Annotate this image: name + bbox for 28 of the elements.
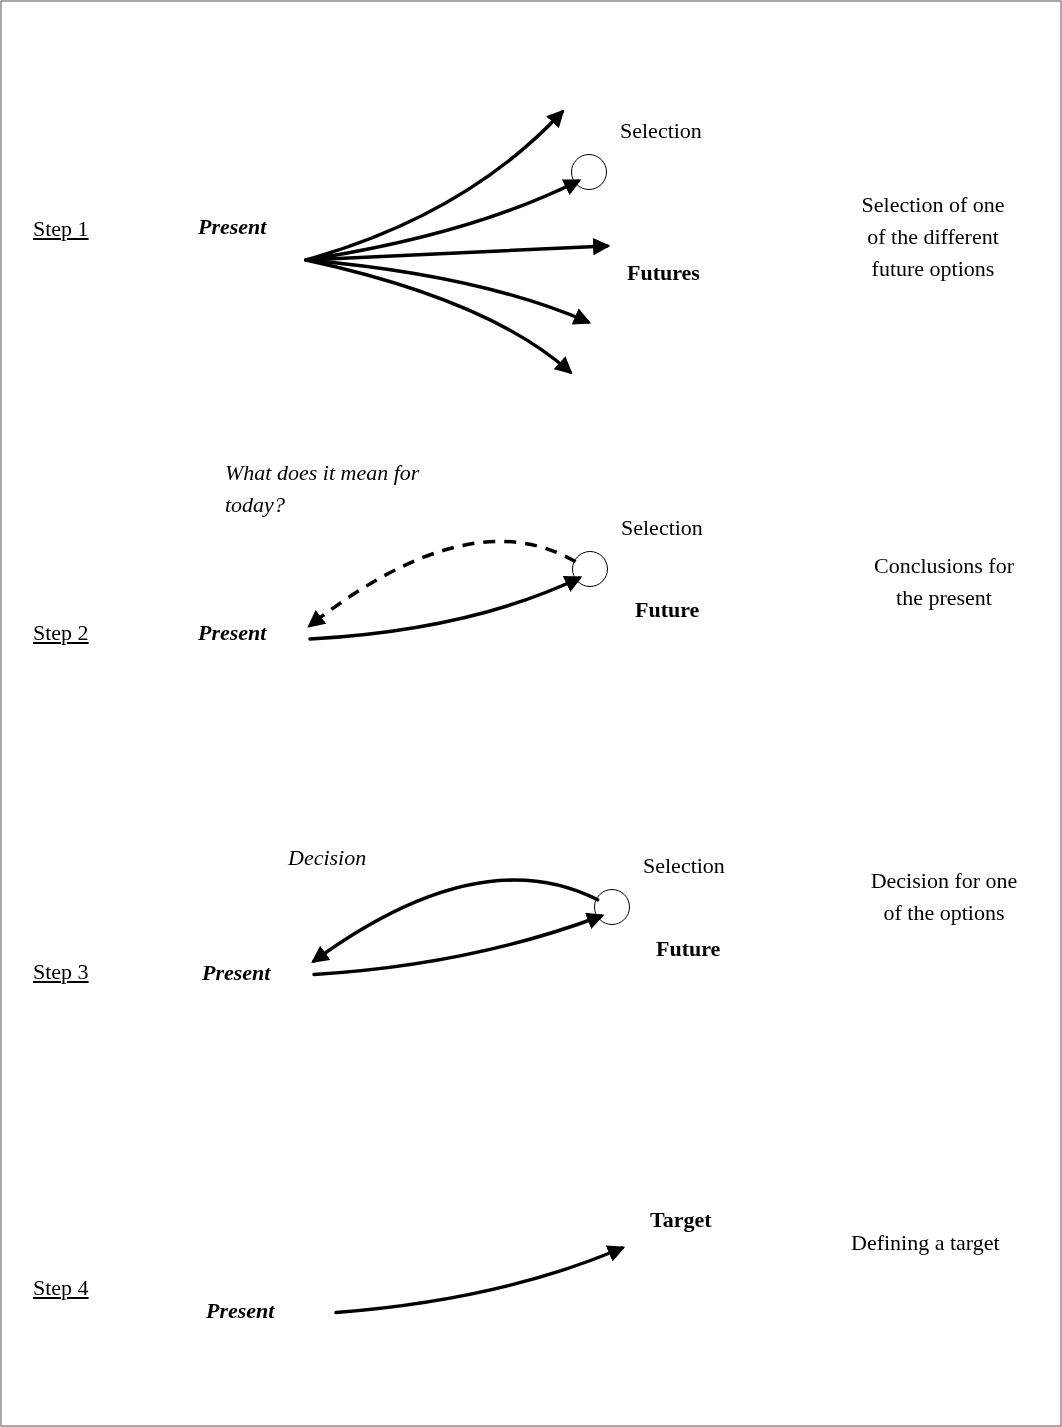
step-description: Decision for one of the options (869, 867, 1019, 927)
step-label: Step 1 (33, 215, 89, 243)
arrow (312, 912, 605, 977)
target-label: Target (650, 1206, 712, 1234)
step-description: Selection of one of the different future options (860, 191, 1006, 283)
present-label: Present (198, 618, 310, 648)
arrow (311, 878, 600, 963)
decision-note: Decision (288, 844, 367, 872)
step-description: Defining a target (851, 1229, 1000, 1257)
selection-label: Selection (643, 852, 725, 880)
future-label: Future (656, 935, 721, 963)
selection-label: Selection (621, 514, 703, 542)
arrow (304, 258, 573, 375)
step-label: Step 4 (33, 1274, 89, 1302)
step-label: Step 2 (33, 619, 89, 647)
dashed-arrow (307, 539, 577, 628)
future-label: Future (635, 596, 700, 624)
step-description: Conclusions for the present (873, 552, 1015, 612)
present-label: Present (198, 212, 306, 260)
arrow (304, 258, 592, 325)
step-label: Step 3 (33, 958, 89, 986)
arrow (308, 575, 583, 641)
present-label: Present (206, 1296, 336, 1326)
arrow (334, 1245, 626, 1315)
question-note: What does it mean for today? (225, 459, 421, 519)
selection-label: Selection (620, 117, 702, 145)
futures-label: Futures (627, 259, 700, 287)
present-label: Present (202, 958, 314, 988)
